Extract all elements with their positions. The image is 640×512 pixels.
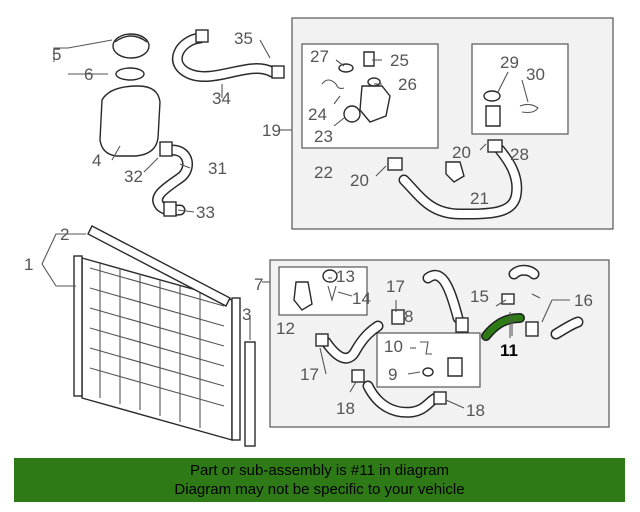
sensor-29	[485, 105, 501, 127]
label-2: 2	[60, 225, 69, 244]
clamp-16b	[525, 321, 539, 337]
bracket-21	[445, 161, 465, 183]
banner-line-2: Diagram may not be specific to your vehi…	[174, 481, 465, 498]
label-4: 4	[92, 151, 101, 170]
clip-24	[321, 79, 345, 90]
clamp-35a	[195, 29, 209, 43]
thermostat-housing	[359, 85, 391, 123]
connector-12	[293, 281, 313, 311]
label-21: 21	[470, 189, 489, 208]
label-10: 10	[384, 337, 403, 356]
label-12: 12	[276, 319, 295, 338]
reservoir-cap	[112, 33, 150, 59]
clamp-18a	[351, 369, 365, 383]
group-box-12	[278, 266, 368, 316]
label-26: 26	[398, 75, 417, 94]
label-30: 30	[526, 65, 545, 84]
label-35: 35	[234, 29, 253, 48]
label-1: 1	[24, 255, 33, 274]
label-31: 31	[208, 159, 227, 178]
clamp-16a	[501, 293, 515, 305]
clamp-17b	[391, 309, 405, 325]
clip-30	[519, 103, 539, 114]
highlighted-hose-11-fill	[482, 314, 524, 340]
label-5: 5	[52, 45, 61, 64]
clamp-32	[159, 141, 173, 157]
label-27: 27	[310, 47, 329, 66]
label-33: 33	[196, 203, 215, 222]
parts-diagram: 1 2 3 4 5 6 7 8 9 10 11 12 13 14 15 16 1…	[24, 17, 614, 447]
label-14: 14	[352, 289, 371, 308]
ring-9	[422, 367, 434, 377]
label-17b: 17	[300, 365, 319, 384]
radiator-side-seal	[244, 341, 256, 447]
label-23: 23	[314, 127, 333, 146]
label-11: 11	[500, 341, 518, 360]
cap-seal-ring	[115, 67, 145, 81]
label-18b: 18	[466, 401, 485, 420]
banner-line-1: Part or sub-assembly is #11 in diagram	[190, 462, 449, 479]
label-19: 19	[262, 121, 281, 140]
ring-26	[367, 77, 381, 87]
label-13: 13	[336, 267, 355, 286]
clamp-20a	[387, 157, 403, 171]
clamp-18b	[433, 391, 447, 405]
label-20a: 20	[350, 171, 369, 190]
sensor-25	[363, 51, 375, 67]
label-6: 6	[84, 65, 93, 84]
seal-13	[322, 269, 338, 283]
seal-29	[483, 90, 501, 102]
seal-27	[338, 63, 354, 73]
info-banner: Part or sub-assembly is #11 in diagram D…	[14, 458, 625, 502]
clamp-17a	[315, 333, 329, 347]
label-9: 9	[388, 365, 397, 384]
label-29: 29	[500, 53, 519, 72]
label-32: 32	[124, 167, 143, 186]
sensor-8	[447, 357, 463, 377]
label-22: 22	[314, 163, 333, 182]
clamp-33	[163, 201, 177, 217]
label-25: 25	[390, 51, 409, 70]
label-28: 28	[510, 145, 529, 164]
clamp-20b	[487, 139, 503, 153]
label-34: 34	[212, 89, 231, 108]
label-7: 7	[254, 275, 263, 294]
radiator	[73, 255, 241, 441]
label-24: 24	[308, 105, 327, 124]
label-18a: 18	[336, 399, 355, 418]
label-20b: 20	[452, 143, 471, 162]
clip-10	[420, 341, 432, 355]
clamp-35b	[271, 65, 285, 79]
radiator-seal-strip	[87, 225, 231, 307]
clamp-upper	[455, 317, 469, 333]
seal-23	[343, 105, 361, 123]
label-16: 16	[574, 291, 593, 310]
label-17a: 17	[386, 277, 405, 296]
label-8: 8	[404, 307, 413, 326]
label-3: 3	[242, 305, 251, 324]
clip-14	[327, 285, 337, 303]
coolant-reservoir	[99, 85, 161, 157]
label-15: 15	[470, 287, 489, 306]
